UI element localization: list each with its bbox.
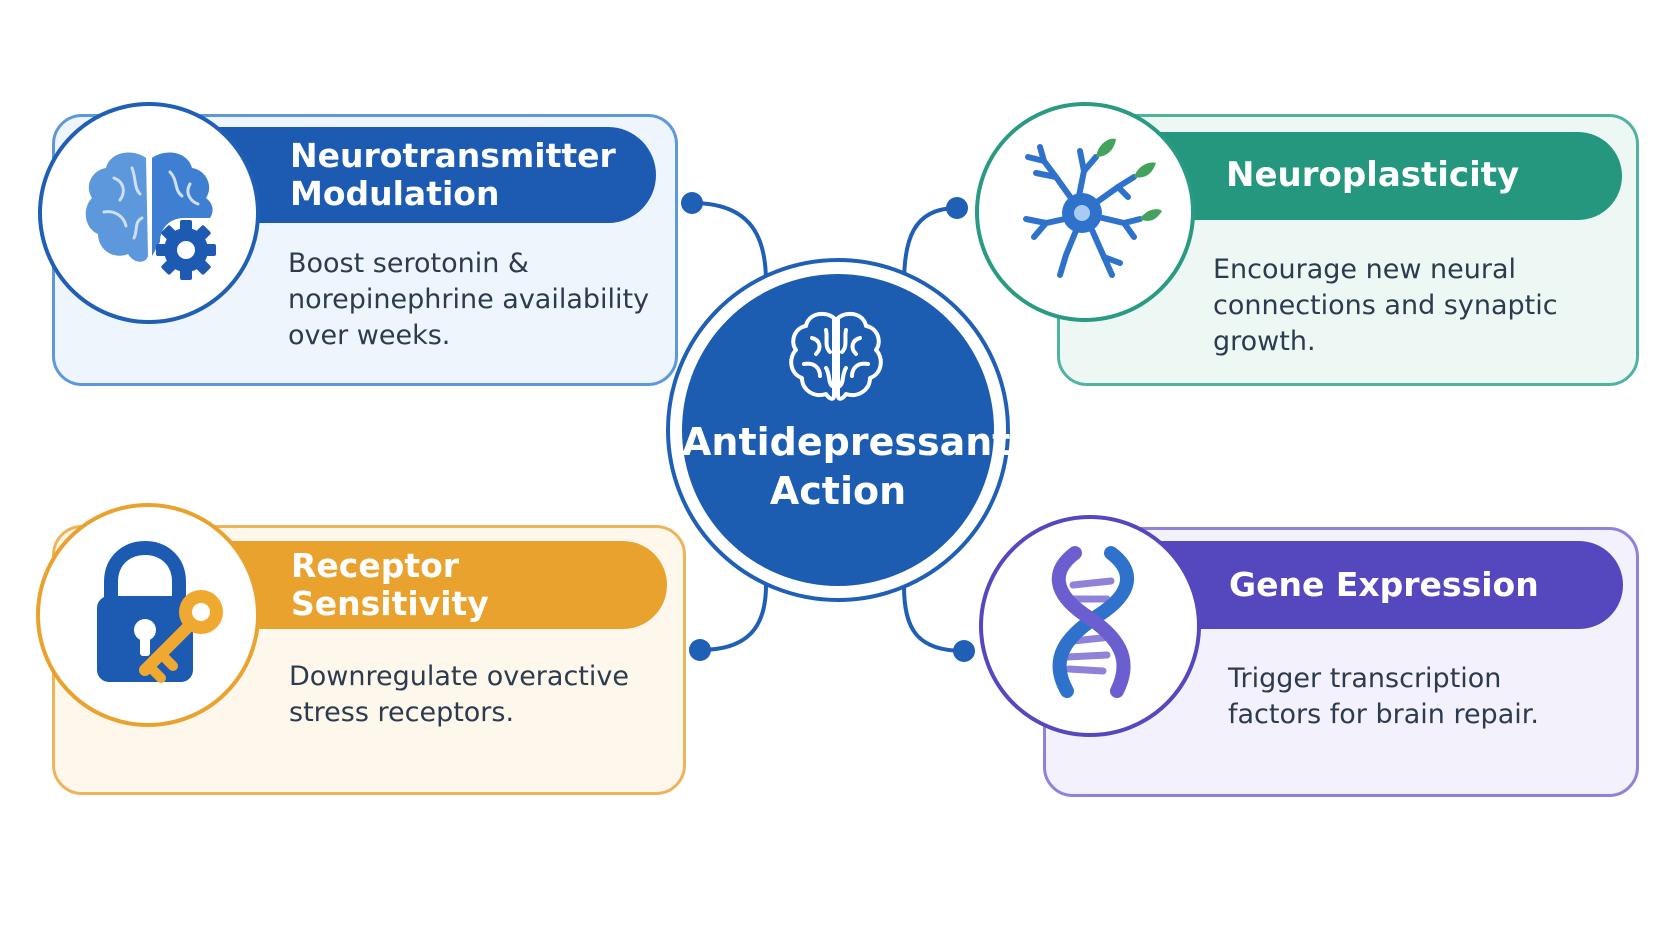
leaf-icon bbox=[1096, 138, 1162, 221]
connector-neuroplasticity bbox=[902, 206, 959, 286]
card-title-line: Modulation bbox=[290, 174, 500, 213]
dna-icon bbox=[1051, 546, 1134, 698]
card-title-line: Neurotransmitter bbox=[290, 136, 616, 176]
connector-gene bbox=[902, 584, 966, 653]
description-line: Trigger transcription bbox=[1228, 663, 1502, 694]
icon-circle-neurotransmitter bbox=[38, 102, 260, 324]
brain-outline-icon bbox=[789, 311, 883, 401]
center-title: Antidepressant Action bbox=[682, 418, 1011, 515]
connector-receptor bbox=[698, 583, 768, 652]
card-description-receptor: Downregulate overactive stress receptors… bbox=[289, 659, 669, 731]
description-line: norepinephrine availability bbox=[288, 283, 650, 315]
description-line: Encourage new neural bbox=[1213, 254, 1516, 285]
card-title: Gene Expression bbox=[1229, 565, 1539, 605]
card-description-gene: Trigger transcription factors for brain … bbox=[1228, 661, 1608, 733]
connector-node-receptor bbox=[689, 639, 711, 661]
description-line: stress receptors. bbox=[289, 696, 515, 728]
card-title: Neuroplasticity bbox=[1226, 155, 1520, 196]
connector-node-gene bbox=[953, 640, 975, 662]
lock-key-icon bbox=[97, 540, 223, 683]
description-line: over weeks. bbox=[288, 319, 451, 351]
banner-neuroplasticity: Neuroplasticity bbox=[1160, 132, 1622, 220]
connector-node-neurotransmitter bbox=[681, 192, 703, 214]
banner-gene-expression: Gene Expression bbox=[1145, 541, 1623, 629]
description-line: growth. bbox=[1213, 325, 1316, 357]
card-title: Receptor Sensitivity bbox=[291, 546, 489, 623]
card-description-neurotransmitter: Boost serotonin & norepinephrine availab… bbox=[288, 246, 658, 354]
gear-icon bbox=[156, 220, 216, 280]
description-line: Downregulate overactive bbox=[289, 661, 629, 692]
description-line: connections and synaptic bbox=[1213, 289, 1558, 321]
banner-receptor-sensitivity: Receptor Sensitivity bbox=[205, 541, 667, 629]
description-line: Boost serotonin & bbox=[288, 248, 529, 279]
icon-circle-neuroplasticity bbox=[975, 102, 1195, 322]
icon-circle-receptor bbox=[36, 503, 260, 727]
connector-node-neuroplasticity bbox=[946, 197, 968, 219]
card-description-neuroplasticity: Encourage new neural connections and syn… bbox=[1213, 252, 1613, 360]
center-title-line: Action bbox=[769, 468, 907, 513]
brain-gear-icon bbox=[85, 152, 216, 280]
icon-circle-gene bbox=[979, 515, 1201, 737]
description-line: factors for brain repair. bbox=[1228, 698, 1539, 730]
banner-neurotransmitter-modulation: Neurotransmitter Modulation bbox=[208, 127, 656, 223]
connector-neurotransmitter bbox=[690, 201, 768, 284]
center-title-line: Antidepressant bbox=[682, 420, 1011, 464]
key-icon bbox=[139, 590, 223, 683]
neuron-icon bbox=[1023, 138, 1162, 278]
